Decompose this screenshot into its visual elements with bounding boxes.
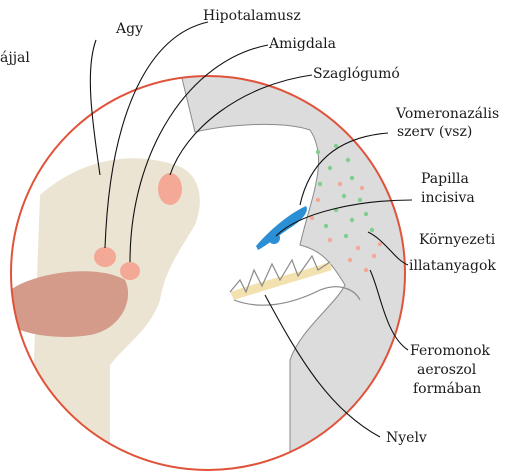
- hypothalamus-nucleus: [94, 247, 116, 267]
- olfactory-bulb-nucleus: [158, 173, 182, 205]
- label-papilla-2: incisiva: [421, 190, 475, 206]
- label-feromonok-2: aeroszol: [417, 362, 477, 378]
- label-feromonok-3: formában: [413, 381, 481, 397]
- illustration-clip: [10, 69, 423, 470]
- pheromone-particle: [364, 268, 368, 272]
- label-agy: Agy: [115, 21, 143, 37]
- environmental-odor-particle: [344, 234, 348, 238]
- environmental-odor-particle: [318, 182, 322, 186]
- label-kornyezeti-1: Környezeti: [419, 232, 496, 248]
- label-vomeronazalis-1: Vomeronazális: [395, 106, 499, 122]
- environmental-odor-particle: [342, 194, 346, 198]
- pheromone-particle: [338, 182, 342, 186]
- environmental-odor-particle: [350, 176, 354, 180]
- pheromone-particle: [372, 254, 376, 258]
- environmental-odor-particle: [328, 166, 332, 170]
- environmental-odor-particle: [358, 198, 362, 202]
- label-papilla-1: Papilla: [421, 171, 469, 187]
- environmental-odor-particle: [346, 158, 350, 162]
- label-feromonok-1: Feromonok: [410, 343, 491, 359]
- label-cropped-fragment: ájjal: [0, 50, 30, 66]
- pheromone-particle: [360, 186, 364, 190]
- label-szaglogumo: Szaglógumó: [313, 66, 400, 82]
- label-vomeronazalis-2: szerv (vsz): [397, 124, 472, 140]
- environmental-odor-particle: [350, 218, 354, 222]
- amygdala-nucleus: [120, 262, 140, 280]
- label-hipotalamusz: Hipotalamusz: [203, 8, 301, 24]
- label-amigdala: Amigdala: [268, 36, 336, 52]
- leader-agy: [90, 40, 100, 175]
- pheromone-particle: [348, 258, 352, 262]
- environmental-odor-particle: [324, 224, 328, 228]
- pheromone-particle: [316, 198, 320, 202]
- label-kornyezeti-2: illatanyagok: [409, 258, 496, 274]
- nasal-cavity: [180, 69, 423, 470]
- vomeronasal-organ: [256, 206, 307, 250]
- label-nyelv: Nyelv: [386, 430, 427, 446]
- environmental-odor-particle: [364, 212, 368, 216]
- environmental-odor-particle: [316, 150, 320, 154]
- pheromone-particle: [356, 246, 360, 250]
- pheromone-particle: [328, 238, 332, 242]
- environmental-odor-particle: [370, 228, 374, 232]
